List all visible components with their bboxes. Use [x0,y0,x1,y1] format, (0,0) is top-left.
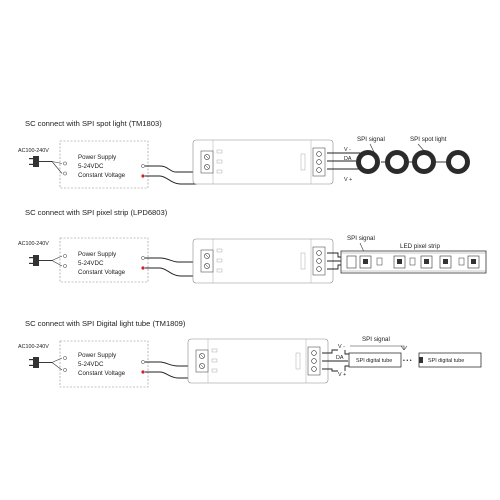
controller-box [192,139,334,185]
spot-lights [356,150,470,174]
section-pixel-strip: SC connect with SPI pixel strip (LPD6803… [18,208,487,284]
psu-line-3: Constant Voltage [78,370,126,377]
pin-v-plus-1: V + [344,177,352,183]
plug-icon [29,156,39,167]
tube-label-2: SPI digital tube [428,358,464,364]
section-2-title: SC connect with SPI pixel strip (LPD6803… [25,208,168,217]
power-supply-box [59,340,149,388]
tube-label-1: SPI digital tube [356,358,392,364]
signal-label-2: SPI signal [347,235,375,242]
psu-line-1: Power Supply [78,154,117,161]
psu-line-2: 5-24VDC [78,361,104,368]
power-supply-box [59,237,149,283]
load-label-1: SPI spot light [410,136,447,143]
digital-tube-1: SPI digital tube [348,352,402,368]
pin-v-minus-1: V - [344,147,351,153]
load-label-2: LED pixel strip [400,243,440,250]
controller-box [192,238,334,284]
digital-tube-2: SPI digital tube [418,352,482,368]
psu-line-3: Constant Voltage [78,172,126,179]
psu-line-2: 5-24VDC [78,260,104,267]
controller-box [187,338,329,384]
pin-v-minus-3: V - [338,344,345,350]
signal-label-1: SPI signal [357,136,385,143]
section-1-title: SC connect with SPI spot light (TM1803) [25,119,162,128]
section-digital-tube: SC connect with SPI Digital light tube (… [18,319,482,388]
signal-label-3: SPI signal [362,336,390,343]
psu-line-1: Power Supply [78,251,117,258]
pin-da-3: DA [336,355,344,361]
psu-line-3: Constant Voltage [78,269,126,276]
pin-v-plus-3: V + [338,372,346,378]
plug-icon [29,357,39,368]
psu-line-1: Power Supply [78,352,117,359]
ac-label-3: AC100-240V [18,344,49,350]
pin-da-1: DA [344,156,352,162]
ellipsis-dots: • • • [403,358,412,364]
ac-label-2: AC100-240V [18,241,49,247]
psu-line-2: 5-24VDC [78,163,104,170]
power-supply-box [59,140,149,189]
ac-label-1: AC100-240V [18,148,49,154]
pixel-strip [340,250,487,274]
plug-icon [29,255,39,266]
section-3-title: SC connect with SPI Digital light tube (… [25,319,186,328]
section-spot-light: SC connect with SPI spot light (TM1803) … [18,119,470,189]
